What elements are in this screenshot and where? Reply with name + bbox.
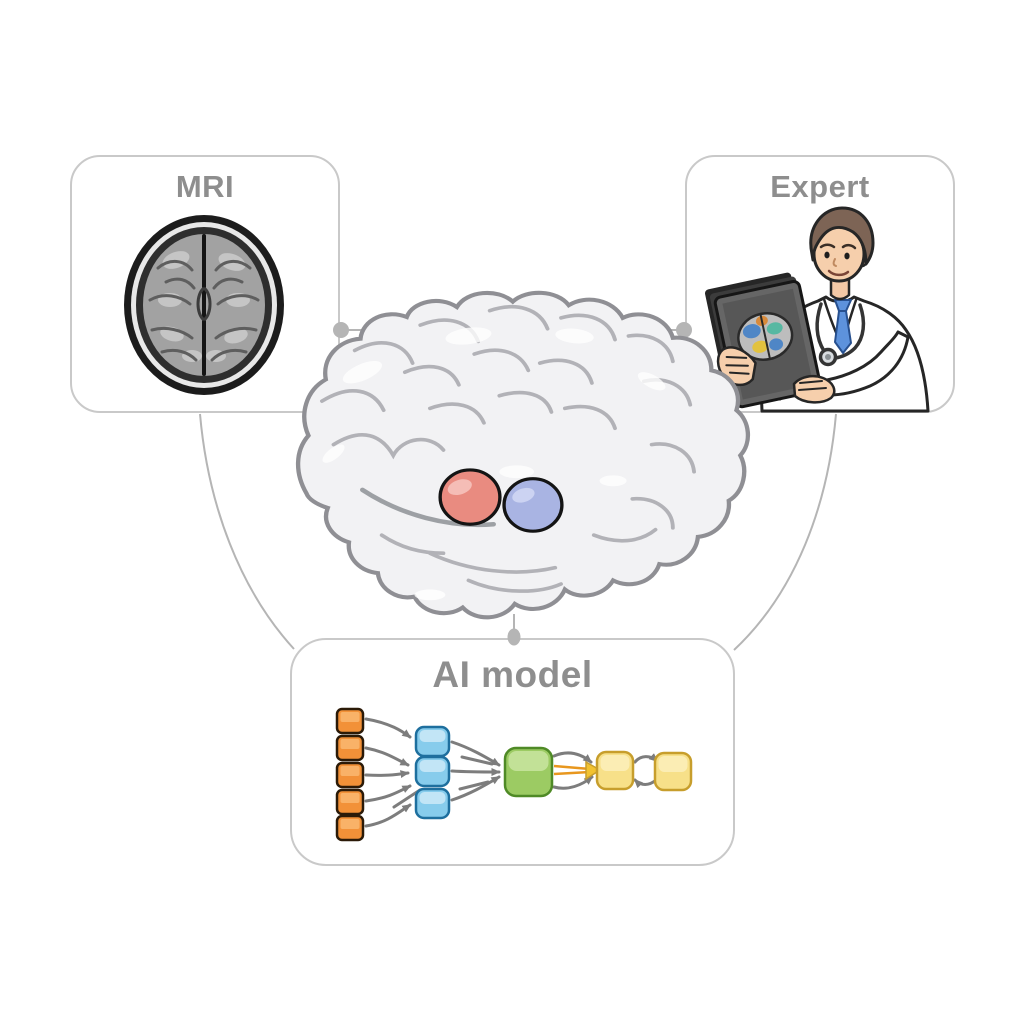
brain-sylvian-fissure: [360, 487, 496, 528]
brain-region-blue: [502, 477, 564, 533]
brain-illustration: [295, 290, 750, 620]
brain-outline: [295, 290, 750, 620]
brain-region-red: [438, 468, 502, 526]
expert-box-title: Expert: [770, 169, 870, 204]
mri-box-title: MRI: [175, 169, 235, 204]
ai-model-box: AI model: [290, 638, 735, 866]
ai-model-box-title: AI model: [432, 654, 593, 695]
brain-highlights: [322, 327, 666, 601]
expert-to-aimodel-curve: [733, 413, 837, 651]
expert-box: Expert: [685, 155, 955, 413]
mri-box: MRI: [70, 155, 340, 413]
mri-to-aimodel-curve: [199, 413, 295, 650]
brain-gyri-lines: [320, 305, 696, 593]
